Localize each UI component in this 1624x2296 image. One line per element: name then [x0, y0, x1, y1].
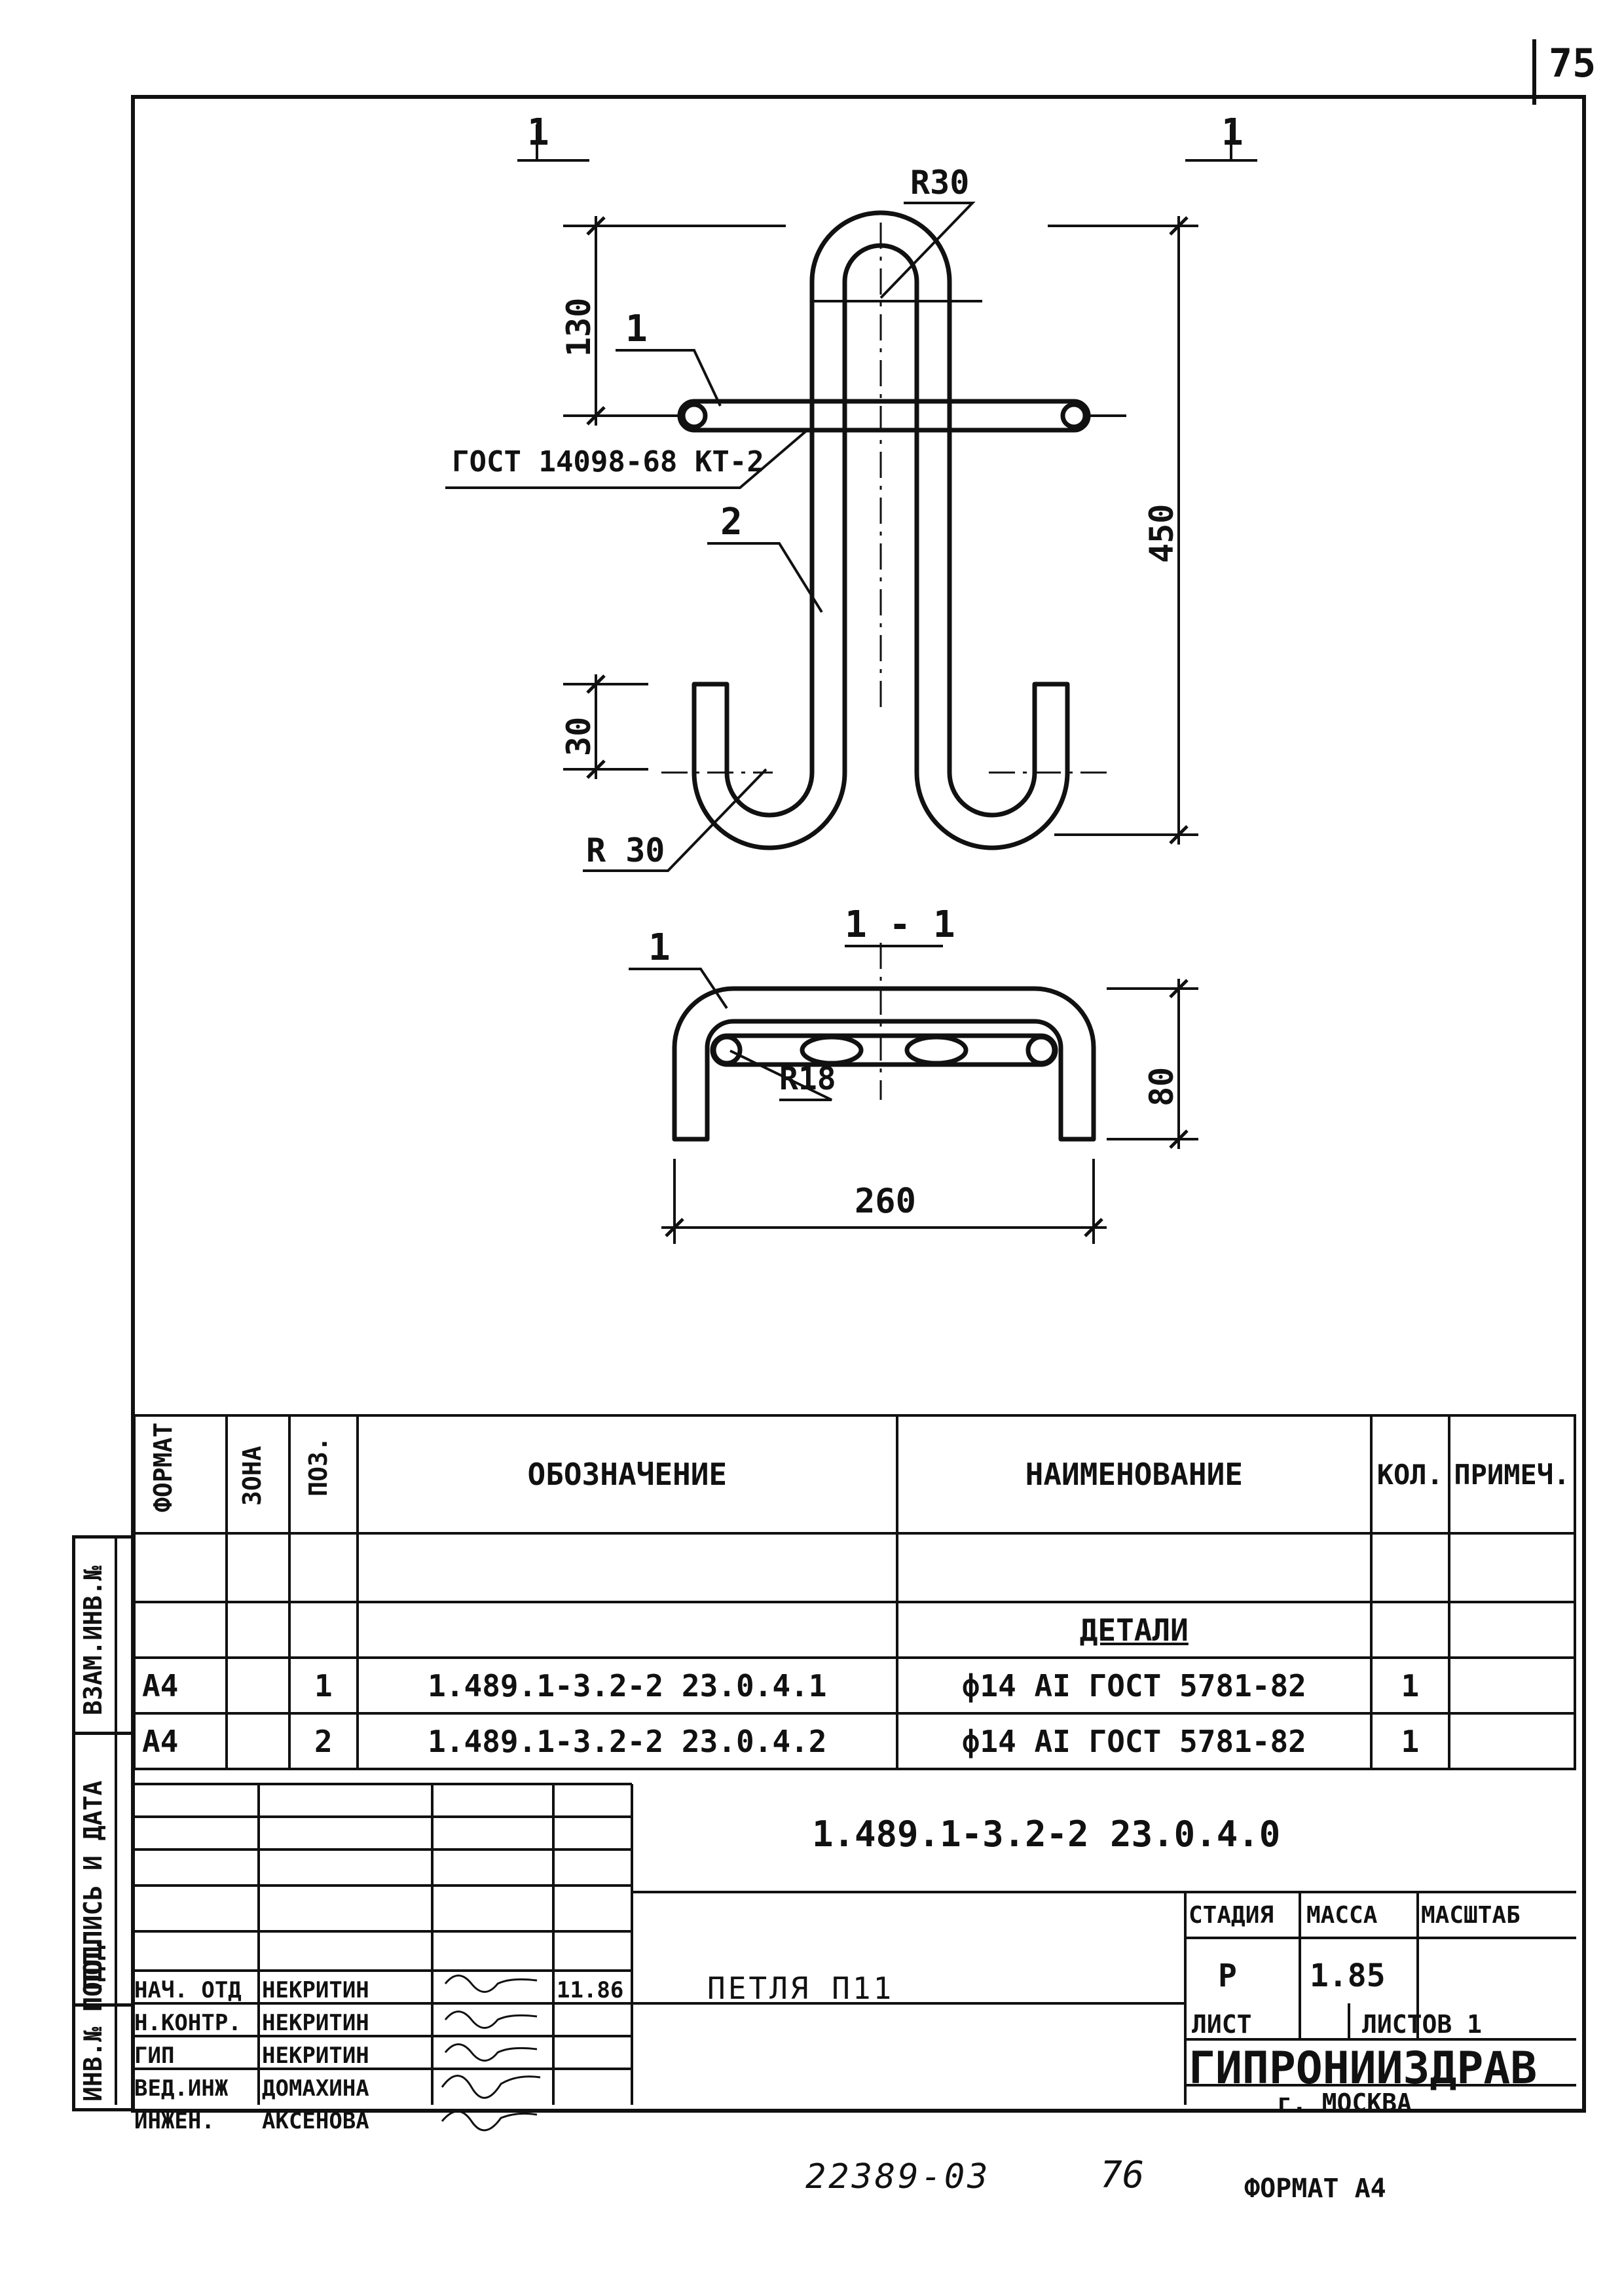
header-name: НАИМЕНОВАНИЕ — [895, 1414, 1373, 1535]
header-qty: КОЛ. — [1369, 1414, 1450, 1535]
section-circle-left — [711, 1034, 743, 1066]
sig-name-5: АКСЕНОВА — [262, 2108, 369, 2134]
section-bar — [672, 986, 1096, 1142]
header-format: ФОРМАТ — [132, 1414, 229, 1535]
radius-bottom-label: R 30 — [586, 831, 665, 869]
org-city: г. МОСКВА — [1277, 2088, 1412, 2117]
stage-value: Р — [1218, 1958, 1237, 1994]
sig-role-1: НАЧ. ОТД — [134, 1977, 242, 2003]
section-label-details: ДЕТАЛИ — [895, 1601, 1373, 1659]
section-mark-right: 1 — [1221, 111, 1244, 154]
doc-code: 22389-03 — [805, 2157, 991, 2196]
pos1-section-label: 1 — [648, 926, 671, 969]
sig-name-1: НЕКРИТИН — [262, 1977, 369, 2003]
radius-top-label: R30 — [910, 164, 970, 202]
sig-name-2: НЕКРИТИН — [262, 2010, 369, 2036]
cross-bar-end-right — [1060, 402, 1088, 429]
dim-130: 130 — [560, 297, 598, 357]
section-title: 1 - 1 — [845, 903, 955, 946]
specification-table: ФОРМАТ ЗОНА ПОЗ. ОБОЗНАЧЕНИЕ НАИМЕНОВАНИ… — [132, 1414, 1577, 1770]
sheets-label: ЛИСТОВ 1 — [1362, 2010, 1483, 2039]
section-bar-inner — [710, 1033, 1058, 1067]
bottom-page-number: 76 — [1100, 2154, 1145, 2196]
section-circle-right — [1025, 1034, 1057, 1066]
doc-number: 1.489.1-3.2-2 23.0.4.0 — [812, 1813, 1281, 1855]
radius-section-label: R18 — [779, 1061, 836, 1097]
table-row: А4 2 1.489.1-3.2-2 23.0.4.2 ф14 АI ГОСТ … — [132, 1712, 1577, 1770]
pos2-label: 2 — [720, 501, 743, 543]
header-zone: ЗОНА — [225, 1414, 291, 1535]
dim-260: 260 — [855, 1182, 916, 1221]
page-number: 75 — [1549, 41, 1596, 86]
side-strip-divider-1 — [72, 1732, 131, 1735]
side-label-inv: ИНВ.№ ПОДЛ. — [79, 1937, 107, 2102]
dim-450: 450 — [1143, 503, 1181, 563]
sheet-label: ЛИСТ — [1192, 2010, 1252, 2039]
sig-name-4: ДОМАХИНА — [262, 2075, 369, 2102]
section-oval-1 — [800, 1034, 864, 1066]
header-pos: ПОЗ. — [287, 1414, 359, 1535]
standard-ref: ГОСТ 14098-68 КТ-2 — [452, 445, 764, 479]
mass-label: МАССА — [1306, 1902, 1378, 1929]
sig-name-3: НЕКРИТИН — [262, 2043, 369, 2069]
section-mark-left: 1 — [527, 111, 549, 154]
sig-role-5: ИНЖЕН. — [134, 2108, 215, 2134]
item-name: ПЕТЛЯ П11 — [707, 1971, 895, 2006]
cross-bar-end-left — [680, 402, 708, 429]
sig-role-3: ГИП — [134, 2043, 175, 2069]
dim-30: 30 — [560, 716, 598, 756]
stage-label: СТАДИЯ — [1189, 1902, 1274, 1929]
cross-bar — [677, 399, 1091, 433]
scale-label: МАСШТАБ — [1421, 1902, 1521, 1929]
technical-drawing — [445, 124, 1257, 1244]
mass-value: 1.85 — [1310, 1958, 1386, 1994]
table-row: А4 1 1.489.1-3.2-2 23.0.4.1 ф14 АI ГОСТ … — [132, 1656, 1577, 1715]
format-note: ФОРМАТ А4 — [1244, 2174, 1386, 2204]
dim-80: 80 — [1143, 1066, 1181, 1106]
sig-date-1: 11.86 — [557, 1977, 624, 2003]
side-strip — [72, 1535, 134, 2111]
header-designation: ОБОЗНАЧЕНИЕ — [356, 1414, 898, 1535]
side-strip-inner — [115, 1535, 117, 2105]
section-oval-2 — [904, 1034, 969, 1066]
side-label-vzam: ВЗАМ.ИНВ.№ — [79, 1565, 107, 1715]
org-name: ГИПРОНИИЗДРАВ — [1189, 2043, 1538, 2094]
header-note: ПРИМЕЧ. — [1447, 1414, 1577, 1535]
page-number-divider — [1532, 39, 1536, 105]
drawing-frame — [131, 95, 1586, 2113]
pos1-label: 1 — [625, 308, 648, 350]
side-strip-divider-2 — [72, 2003, 131, 2007]
loop-bar-outer — [692, 210, 1070, 850]
sig-role-4: ВЕД.ИНЖ — [134, 2075, 229, 2102]
sig-role-2: Н.КОНТР. — [134, 2010, 242, 2036]
